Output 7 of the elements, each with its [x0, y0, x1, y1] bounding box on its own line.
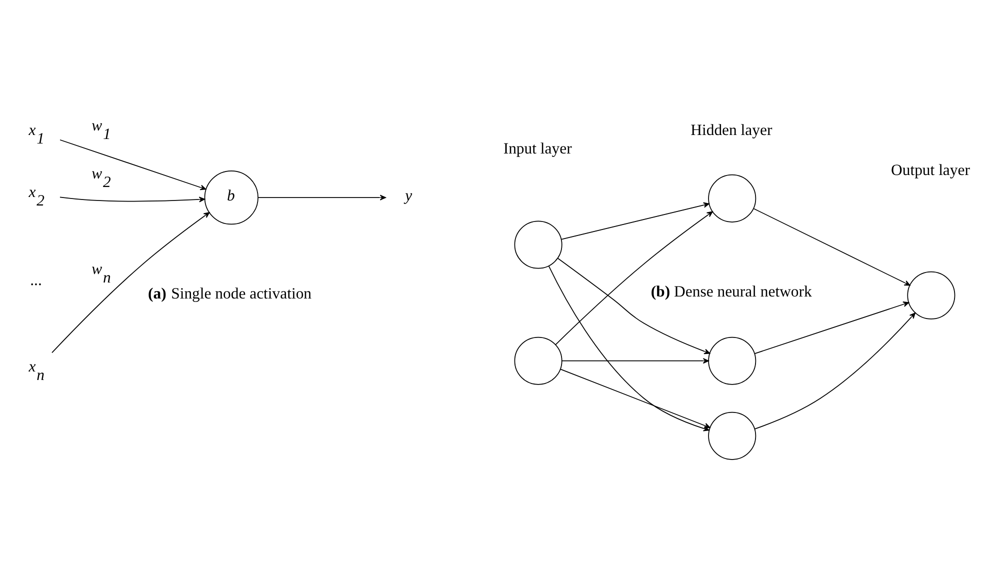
label: (a) Single node activation	[148, 284, 312, 302]
label: (b) Dense neural network	[650, 283, 812, 300]
label: Hidden layer	[690, 122, 772, 139]
label: ...	[30, 272, 42, 289]
label: Input layer	[503, 140, 572, 157]
node-text: y	[405, 187, 412, 204]
label: Output layer	[891, 162, 970, 179]
